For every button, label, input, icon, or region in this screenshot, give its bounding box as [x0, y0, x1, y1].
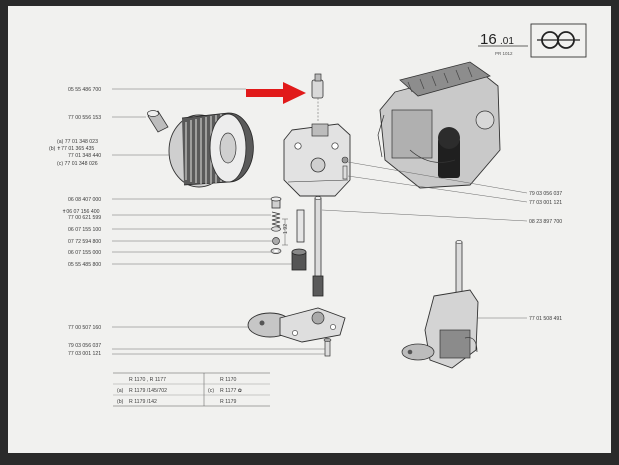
pump-body-illustration [247, 307, 346, 343]
legend-table: R 1170 , R 1177 (a) R 1179 /145/702 (b) … [113, 372, 270, 407]
legend-right-text-0: R 1170 [220, 377, 236, 383]
ball-illustration [272, 237, 280, 245]
dimension-marker: 1 92 [282, 218, 289, 246]
label-ball: 07 72 594 800 [68, 239, 101, 245]
legend-right-key-1: (c) [208, 388, 214, 394]
paper-sheet [8, 6, 611, 453]
section-number: 16 [480, 31, 497, 48]
label-stud-2: 77 03 001 121 [529, 200, 562, 206]
dimension-label: 1 92 [283, 224, 289, 234]
right-label-column: 79 03 056 037 77 03 001 121 08 23 897 70… [529, 191, 562, 322]
legend-left-text-0: R 1170 , R 1177 [129, 377, 166, 383]
label-filter-a: (a) 77 01 348 023 [57, 139, 98, 145]
legend-right-text-2: R 1179 [220, 399, 236, 405]
subsection-number: .01 [500, 36, 514, 47]
legend-left-text-2: R 1179 /142 [129, 399, 157, 405]
pump-housing-bracket-illustration [283, 123, 351, 197]
label-pump-drive: 05 55 486 700 [68, 87, 101, 93]
label-bolt-1: 79 03 056 037 [68, 343, 101, 349]
label-filter-b1: (b) ✝77 01 365 435 [49, 146, 94, 152]
legend-right-text-1: R 1177 ✿ [220, 388, 242, 394]
sheet-code: PR 1012 [495, 51, 513, 56]
legend-left-key-1: (a) [117, 388, 124, 394]
plug-illustration [270, 196, 282, 209]
pin-illustration [296, 209, 305, 243]
label-sleeve: 77 00 556 153 [68, 115, 101, 121]
washer-2-illustration [270, 248, 282, 254]
label-shaft: 08 23 897 700 [529, 219, 562, 225]
label-pump-body: 77 00 507 160 [68, 325, 101, 331]
oil-filter-illustration [168, 112, 254, 188]
drive-gear-illustration [291, 248, 307, 271]
engine-block-illustration [377, 61, 501, 189]
label-assembly: 77 01 508 491 [529, 316, 562, 322]
pump-drive-illustration [311, 73, 324, 122]
sleeve-illustration [147, 110, 169, 133]
left-label-column: 05 55 486 700 77 00 556 153 (a) 77 01 34… [49, 87, 101, 357]
pump-shaft-illustration [312, 196, 324, 297]
label-washer-1: 06 07 155 100 [68, 227, 101, 233]
label-bolt-2: 77 03 001 121 [68, 351, 101, 357]
label-stud-1: 79 03 056 037 [529, 191, 562, 197]
label-filter-c: (c) 77 01 348 026 [57, 161, 98, 167]
label-washer-2: 06 07 155 000 [68, 250, 101, 256]
label-plug: 06 08 407 000 [68, 197, 101, 203]
legend-left-key-2: (b) [117, 399, 124, 405]
highlight-arrow-icon [246, 82, 306, 104]
label-filter-b2: 77 01 348 440 [68, 153, 101, 159]
label-spring-1: ✝06 07 156 400 [62, 209, 100, 215]
assembled-pump-illustration [401, 240, 479, 369]
legend-left-text-1: R 1179 /145/702 [129, 388, 167, 394]
label-spring-2: 77 00 621 599 [68, 215, 101, 221]
pump-symbol-box [530, 23, 587, 58]
label-gear: 05 55 485 800 [68, 262, 101, 268]
oil-pump-symbol-icon [537, 31, 580, 49]
faded-title [30, 29, 33, 43]
leader-lines [112, 88, 528, 355]
washer-1-illustration [271, 226, 281, 232]
stud-illustration [341, 156, 349, 180]
bolt-illustration [323, 338, 332, 357]
section-header: 16 .01 PR 1012 [478, 23, 587, 58]
